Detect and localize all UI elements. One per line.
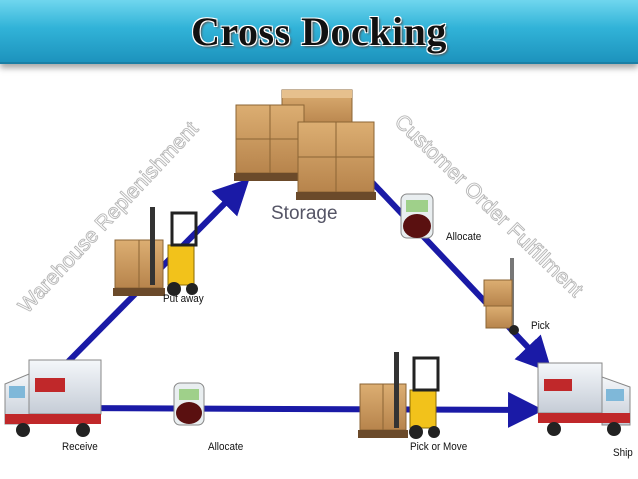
node-label-pick-or-move: Pick or Move [410,441,468,453]
node-label-put-away: Put away [163,293,204,305]
title-bar: Cross Docking [0,0,638,64]
storage-box-stack-icon [234,89,376,200]
truck-icon-receive [4,359,102,437]
arrow-receive-to-ship [59,391,544,428]
node-label-allocate-top: Allocate [446,231,482,243]
hand-truck-icon [483,258,519,335]
node-label-storage: Storage [271,203,338,224]
node-label-receive: Receive [62,441,98,453]
node-label-pick: Pick [531,320,550,332]
forklift-icon [113,207,198,296]
scanner-icon [400,193,434,239]
node-label-allocate-bottom: Allocate [208,441,244,453]
page-title: Cross Docking [191,9,447,54]
forklift-icon-bottom [358,352,440,439]
truck-icon-ship [537,362,631,436]
scanner-icon-bottom [173,382,205,426]
node-label-ship: Ship [613,447,633,459]
